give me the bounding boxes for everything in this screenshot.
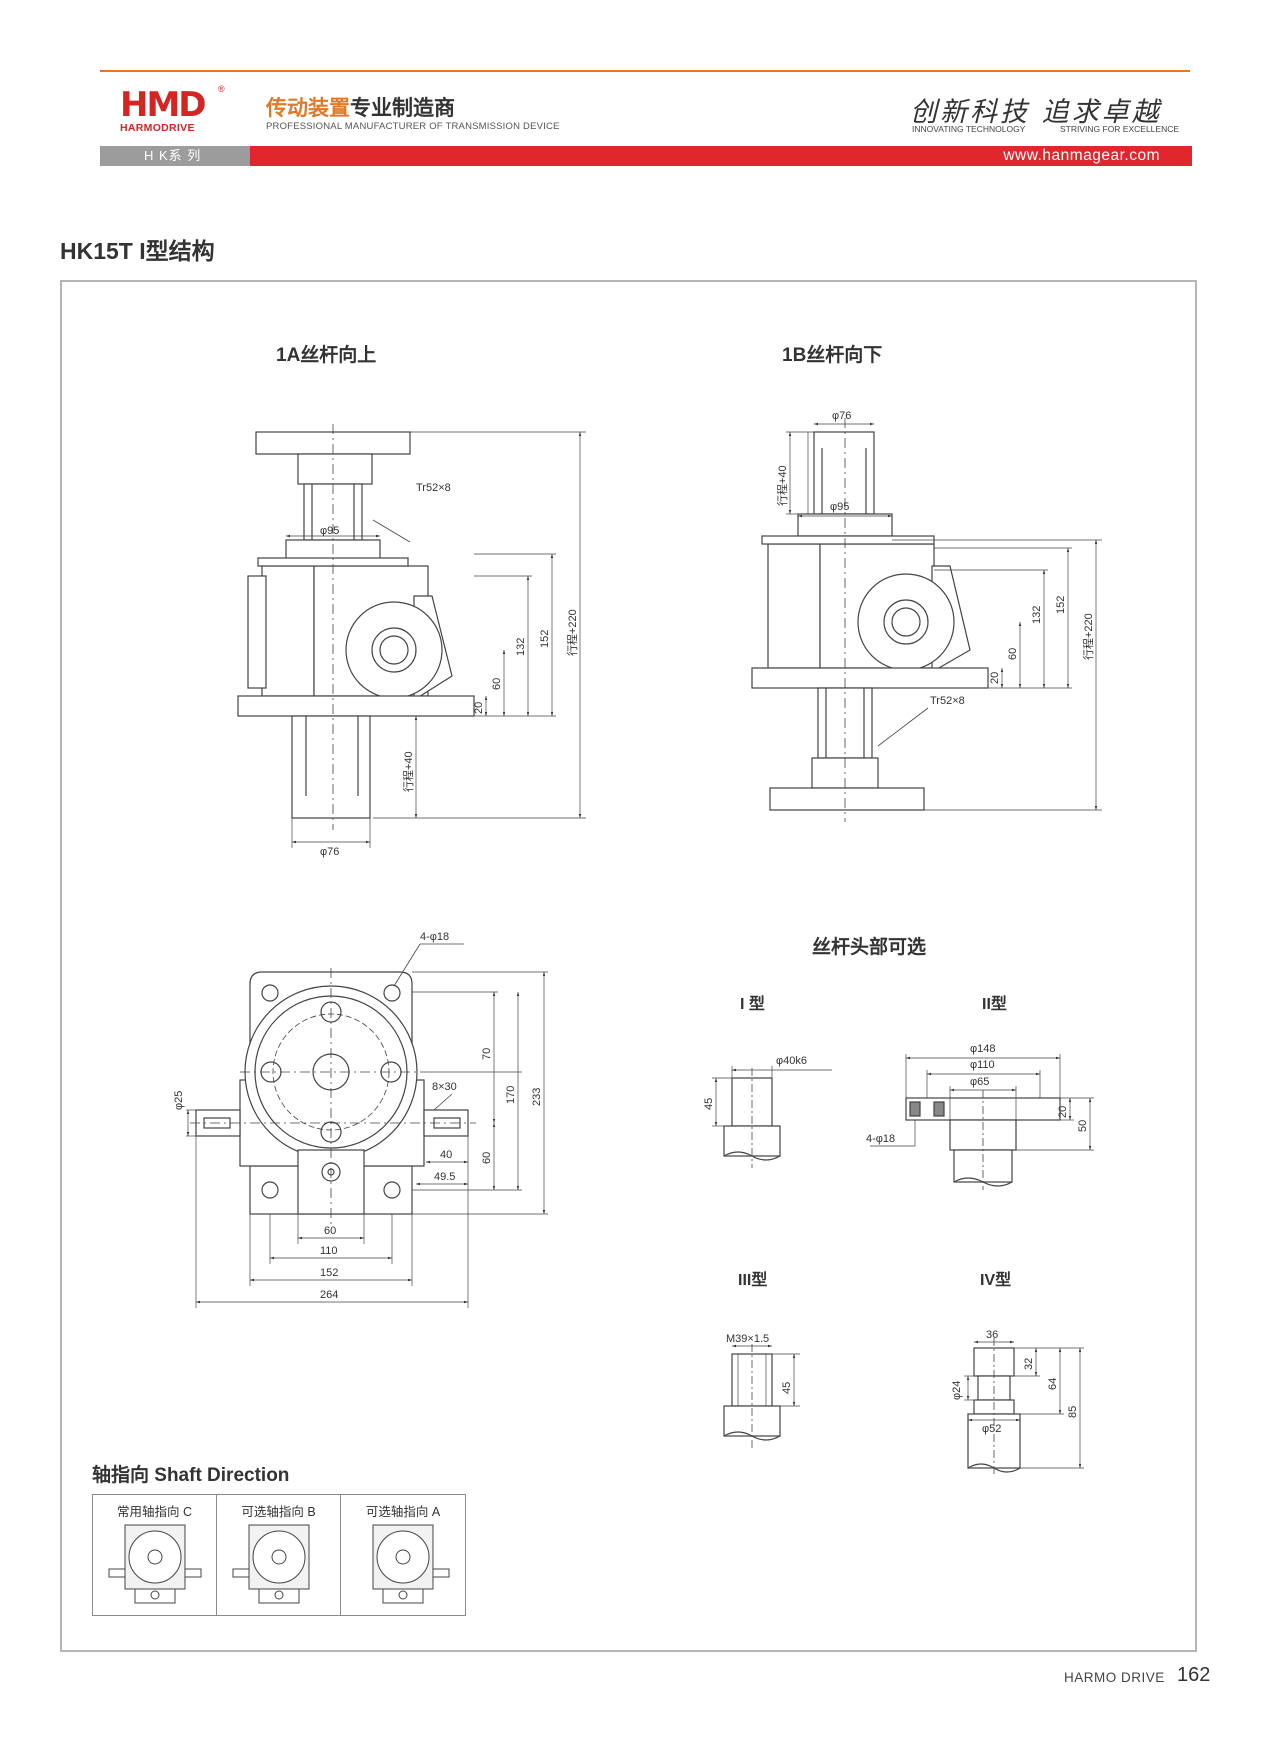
- view-1a-title: 1A丝杆向上: [276, 345, 377, 366]
- dim-type2-d65: φ65: [970, 1076, 989, 1088]
- shaft-option-label: 可选轴指向 B: [241, 1505, 316, 1519]
- page-title: HK15T I型结构: [60, 238, 215, 264]
- dim-type2-holes: 4-φ18: [866, 1133, 895, 1145]
- dim-1a-h60: 60: [491, 678, 503, 690]
- dim-top-w152: 152: [320, 1267, 338, 1279]
- drawing-1b: [751, 418, 1102, 822]
- dim-1a-h152: 152: [539, 630, 551, 648]
- dim-1a-h132: 132: [515, 638, 527, 656]
- dim-1b-d95: φ95: [830, 501, 849, 513]
- dim-top-w110: 110: [320, 1245, 338, 1257]
- drawing-type-3: [723, 1344, 800, 1448]
- dim-top-key: 8×30: [432, 1081, 457, 1093]
- motto-cn: 创新科技 追求卓越: [910, 97, 1162, 128]
- dim-type4-w36: 36: [986, 1329, 998, 1341]
- series-label: H K系 列: [100, 146, 250, 166]
- header-rule: [100, 70, 1190, 72]
- drawing-1a: [237, 424, 586, 848]
- shaft-option-label: 可选轴指向 A: [365, 1505, 441, 1519]
- dim-type4-d52: φ52: [982, 1423, 1001, 1435]
- motto-en-left: INNOVATING TECHNOLOGY: [912, 124, 1026, 134]
- logo-sub: HARMODRIVE: [120, 122, 195, 134]
- drawing-type-1: [712, 1066, 832, 1168]
- shaft-direction-title: 轴指向 Shaft Direction: [92, 1465, 290, 1486]
- shaft-option-label: 常用轴指向 C: [116, 1505, 192, 1519]
- dim-1a-h20: 20: [473, 702, 485, 714]
- tagline-en: PROFESSIONAL MANUFACTURER OF TRANSMISSIO…: [266, 121, 560, 132]
- drawing-type-4: [964, 1338, 1084, 1474]
- drawing-top-view: [186, 943, 548, 1308]
- dim-type2-h50: 50: [1077, 1120, 1089, 1132]
- tagline-accent: 传动装置: [266, 97, 350, 120]
- dim-top-h233: 233: [531, 1088, 543, 1106]
- dim-type4-h85: 85: [1067, 1406, 1079, 1418]
- shaft-option-b[interactable]: 可选轴指向 B: [217, 1495, 341, 1615]
- motto-en-right: STRIVING FOR EXCELLENCE: [1060, 124, 1180, 134]
- head-options-title: 丝杆头部可选: [812, 937, 927, 958]
- logo-text: HMD: [120, 85, 207, 125]
- dim-1b-stroke40: 行程+40: [776, 465, 789, 506]
- dim-top-shaft: φ25: [173, 1091, 185, 1110]
- dim-1a-stroke40: 行程+40: [402, 751, 415, 792]
- dim-type2-h20: 20: [1057, 1106, 1069, 1118]
- dim-1b-h220: 行程+220: [1082, 613, 1095, 660]
- type-2-title: II型: [982, 996, 1007, 1013]
- dim-1b-h20: 20: [989, 672, 1001, 684]
- type-4-title: IV型: [980, 1272, 1012, 1289]
- type-1-title: I 型: [740, 996, 765, 1013]
- registered-mark: ®: [218, 84, 225, 94]
- dim-type2-d148: φ148: [970, 1043, 996, 1055]
- dim-type1-h: 45: [703, 1098, 715, 1110]
- dim-1b-thread: Tr52×8: [930, 695, 965, 707]
- shaft-option-c[interactable]: 常用轴指向 C: [93, 1495, 217, 1615]
- website-url[interactable]: www.hanmagear.com: [250, 146, 1192, 166]
- dim-1a-h220: 行程+220: [566, 609, 579, 656]
- dim-1b-h152: 152: [1055, 596, 1067, 614]
- dim-type4-h32: 32: [1023, 1358, 1035, 1370]
- dim-top-h170: 170: [505, 1086, 517, 1104]
- drawing-type-2: [870, 1054, 1094, 1190]
- dim-type2-d110: φ110: [970, 1059, 995, 1071]
- tagline-cn: 传动装置专业制造商: [266, 92, 455, 122]
- dim-1a-thread: Tr52×8: [416, 482, 451, 494]
- dim-1a-d76: φ76: [320, 846, 339, 858]
- shaft-option-a[interactable]: 可选轴指向 A: [341, 1495, 465, 1615]
- type-3-title: III型: [738, 1272, 768, 1289]
- shaft-direction-table: 常用轴指向 C 可选轴指向 B: [92, 1494, 466, 1616]
- dim-top-w40: 40: [440, 1149, 452, 1161]
- dim-1a-d95: φ95: [320, 525, 339, 537]
- dim-type3-thread: M39×1.5: [726, 1333, 769, 1345]
- dim-1b-h132: 132: [1031, 606, 1043, 624]
- dim-top-h70: 70: [481, 1048, 493, 1060]
- dim-top-h60: 60: [481, 1152, 493, 1164]
- dim-type4-h64: 64: [1047, 1378, 1059, 1390]
- shaft-b-icon: [232, 1524, 310, 1604]
- tagline-rest: 专业制造商: [350, 97, 455, 120]
- shaft-a-icon: [372, 1524, 450, 1604]
- dim-top-holes: 4-φ18: [420, 931, 449, 943]
- dim-1b-h60: 60: [1007, 648, 1019, 660]
- page-number: 162: [1177, 1664, 1211, 1686]
- dim-top-w60: 60: [324, 1225, 336, 1237]
- brand-logo: HMD HARMODRIVE: [120, 88, 224, 136]
- dim-1b-d76: φ76: [832, 410, 851, 422]
- dim-type3-h: 45: [781, 1382, 793, 1394]
- dim-top-w264: 264: [320, 1289, 338, 1301]
- footer-brand: HARMO DRIVE: [1064, 1670, 1165, 1685]
- shaft-c-icon: [108, 1524, 202, 1604]
- drawing-frame: [60, 280, 1197, 1652]
- dim-type1-d: φ40k6: [776, 1055, 807, 1067]
- dim-top-w49: 49.5: [434, 1171, 455, 1183]
- view-1b-title: 1B丝杆向下: [782, 345, 883, 366]
- dim-type4-d24: φ24: [951, 1381, 963, 1400]
